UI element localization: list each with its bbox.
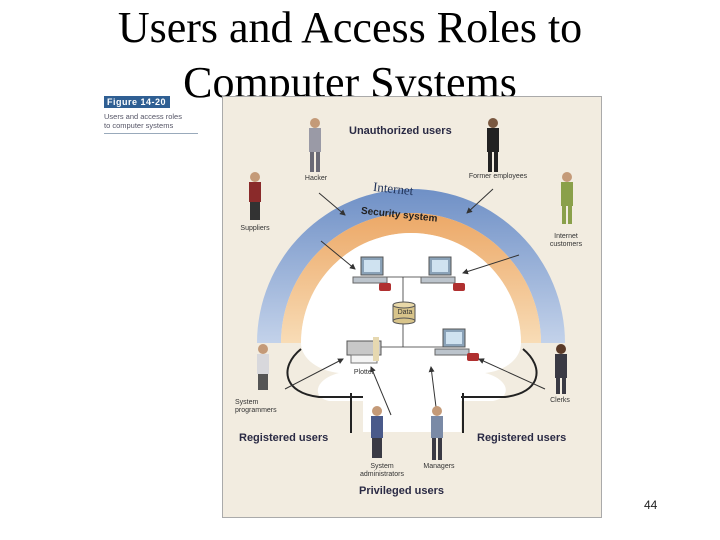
right-bracket xyxy=(461,348,538,398)
access-arrow xyxy=(284,358,344,390)
page-number: 44 xyxy=(644,498,658,512)
clerk-figure xyxy=(555,344,567,394)
managers-label: Managers xyxy=(423,463,455,470)
access-arrow xyxy=(320,240,356,270)
system-programmers-line-2: programmers xyxy=(235,407,277,414)
internet-customer-figure xyxy=(561,172,573,224)
access-arrow xyxy=(478,358,546,390)
internet-customers-line-1: Internet xyxy=(554,233,578,240)
slide-title: Users and Access Roles to Computer Syste… xyxy=(0,0,700,110)
access-arrow xyxy=(466,188,494,214)
database-icon xyxy=(392,301,416,325)
privileged-users-label: Privileged users xyxy=(359,485,444,497)
system-administrators-label: System administrators xyxy=(355,463,409,479)
system-administrator-figure xyxy=(371,406,383,458)
figure-label: Figure 14-20 Users and access roles to c… xyxy=(104,96,198,134)
computer-icon xyxy=(420,256,456,284)
phone-icon xyxy=(453,283,465,291)
access-arrow xyxy=(370,366,392,416)
access-roles-diagram: Internet Security system Unauthorized us… xyxy=(222,96,602,518)
plotter-icon xyxy=(346,337,382,364)
former-employees-label: Former employees xyxy=(468,173,528,180)
manager-figure xyxy=(431,406,443,460)
system-programmer-figure xyxy=(257,344,269,390)
system-administrators-line-1: System xyxy=(370,463,394,470)
access-arrow xyxy=(462,254,520,275)
computer-icon xyxy=(352,256,388,284)
internet-band xyxy=(257,189,565,343)
title-line-1: Users and Access Roles to xyxy=(117,3,583,52)
internet-customers-label: Internet customers xyxy=(541,233,591,249)
access-arrow xyxy=(318,192,346,216)
internet-band-label: Internet xyxy=(372,179,414,198)
computer-icon xyxy=(434,328,470,356)
suppliers-label: Suppliers xyxy=(240,225,270,232)
clerks-label: Clerks xyxy=(550,397,570,404)
plotter-label: Plotter xyxy=(353,369,375,376)
unauthorized-users-label: Unauthorized users xyxy=(349,125,452,137)
figure-number: Figure 14-20 xyxy=(104,96,170,108)
left-bracket xyxy=(286,348,363,398)
figure-caption: Users and access roles to computer syste… xyxy=(104,112,198,134)
phone-icon xyxy=(379,283,391,291)
registered-users-right-label: Registered users xyxy=(477,432,567,444)
former-employee-figure xyxy=(487,118,499,172)
registered-users-left-label: Registered users xyxy=(239,432,329,444)
diagram-canvas: Internet Security system xyxy=(249,118,573,460)
phone-icon xyxy=(467,353,479,361)
internet-customers-line-2: customers xyxy=(549,241,583,248)
caption-line-1: Users and access roles xyxy=(104,112,182,121)
system-programmers-label: System programmers xyxy=(235,399,291,415)
caption-line-2: to computer systems xyxy=(104,121,174,130)
system-administrators-line-2: administrators xyxy=(360,471,404,478)
security-band xyxy=(281,213,541,343)
system-programmers-line-1: System xyxy=(235,399,259,406)
hacker-figure xyxy=(309,118,321,172)
data-label: Data xyxy=(397,309,413,316)
supplier-figure xyxy=(249,172,261,220)
hacker-label: Hacker xyxy=(304,175,328,182)
